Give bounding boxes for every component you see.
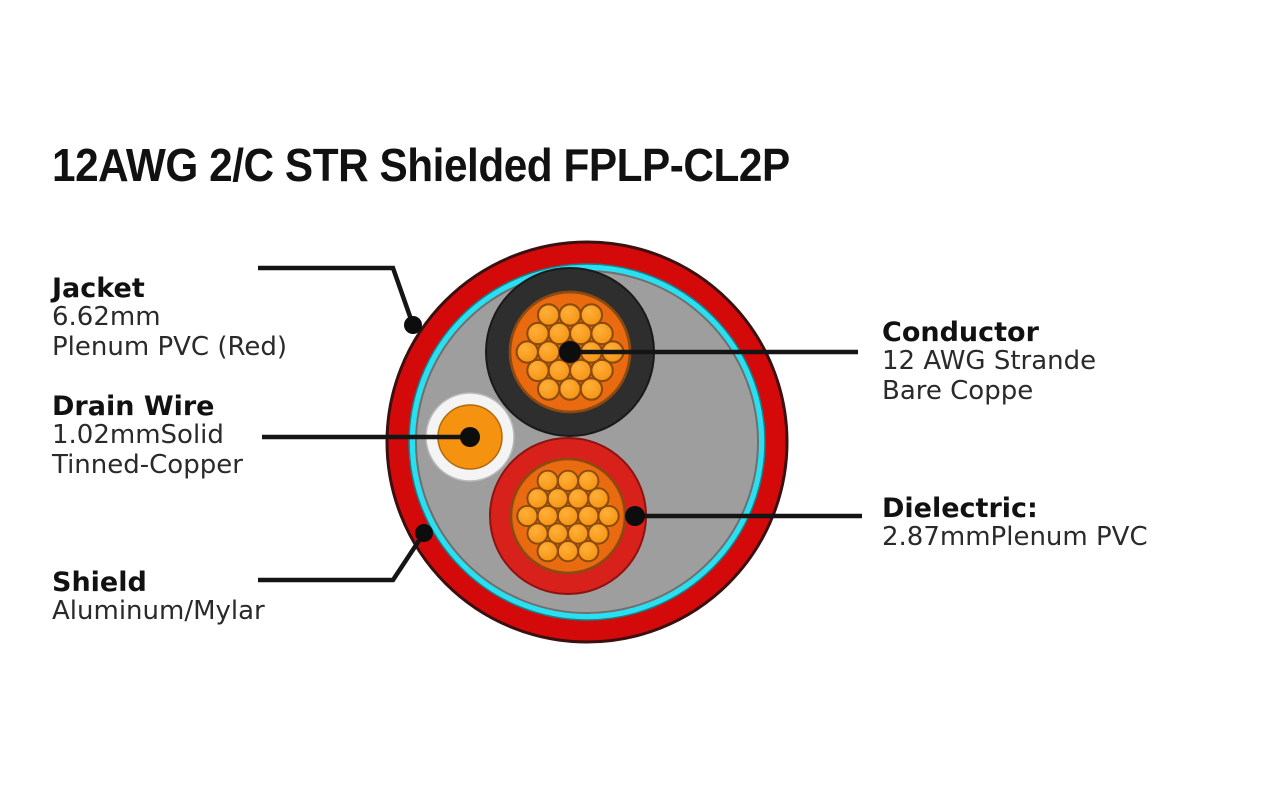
callout-dielectric: Dielectric: 2.87mmPlenum PVC — [882, 494, 1148, 553]
callout-conductor: Conductor 12 AWG Strande Bare Coppe — [882, 318, 1096, 406]
dielectric-anchor-dot — [625, 506, 645, 526]
shield-anchor-dot — [415, 524, 433, 542]
callout-shield-line1: Aluminum/Mylar — [52, 596, 265, 627]
jacket-leader — [258, 265, 416, 326]
callout-drain-wire-heading: Drain Wire — [52, 391, 215, 422]
cable-body — [385, 240, 789, 644]
shield-leader — [258, 531, 426, 583]
callout-drain-wire-line1: 1.02mmSolid — [52, 420, 224, 451]
callout-jacket: Jacket 6.62mm Plenum PVC (Red) — [52, 274, 287, 362]
callout-dielectric-heading: Dielectric: — [882, 493, 1038, 524]
leader-anchor-dots — [404, 316, 645, 542]
bottom-conductor — [489, 437, 647, 595]
conductor-anchor-dot — [559, 341, 581, 363]
leader-lines — [258, 265, 862, 583]
bottom-conductor-strands — [509, 457, 627, 575]
callout-conductor-line1: 12 AWG Strande — [882, 346, 1097, 377]
page-title: 12AWG 2/C STR Shielded FPLP-CL2P — [52, 139, 790, 191]
callout-jacket-heading: Jacket — [52, 273, 145, 304]
callout-drain-wire: Drain Wire 1.02mmSolid Tinned-Copper — [52, 392, 243, 480]
callout-conductor-line2: Bare Coppe — [882, 375, 1034, 406]
callout-dielectric-line1: 2.87mmPlenum PVC — [882, 522, 1148, 553]
callout-conductor-heading: Conductor — [882, 317, 1039, 348]
callout-jacket-line2: Plenum PVC (Red) — [52, 331, 288, 362]
drain-wire-anchor-dot — [460, 427, 480, 447]
callout-jacket-line1: 6.62mm — [52, 302, 161, 333]
jacket-anchor-dot — [404, 316, 422, 334]
callout-shield: Shield Aluminum/Mylar — [52, 568, 265, 627]
callout-drain-wire-line2: Tinned-Copper — [52, 449, 243, 480]
callout-shield-heading: Shield — [52, 567, 147, 598]
